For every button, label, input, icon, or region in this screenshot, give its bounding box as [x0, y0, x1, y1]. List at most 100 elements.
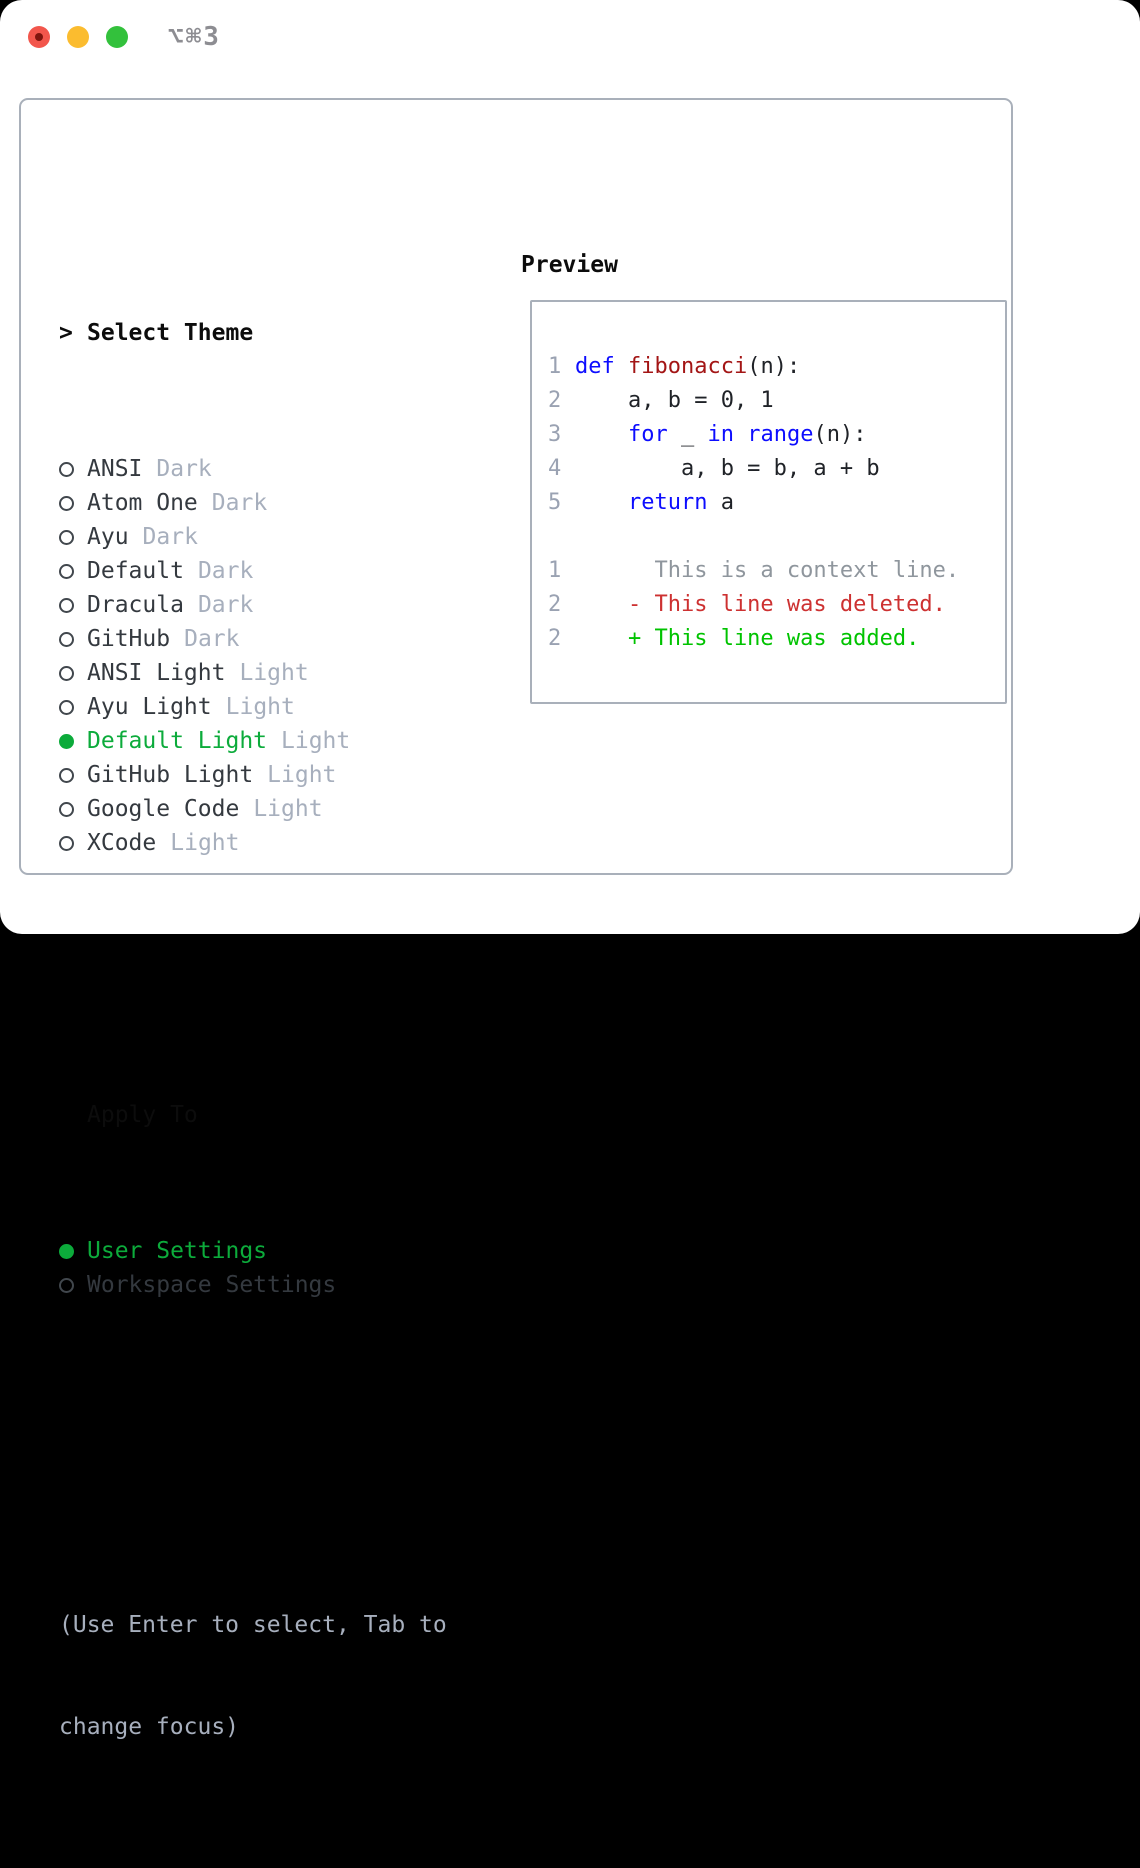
line-number: 1: [548, 554, 575, 588]
hint-line-1: (Use Enter to select, Tab to: [59, 1608, 447, 1642]
preview-line: [548, 520, 1005, 554]
apply-option-user-settings[interactable]: User Settings: [59, 1234, 447, 1268]
line-number: 2: [548, 622, 575, 656]
apply-option-label: Workspace Settings: [87, 1268, 336, 1302]
radio-icon: [59, 666, 74, 681]
preview-line: 2 - This line was deleted.: [548, 588, 1005, 622]
radio-icon: [59, 598, 74, 613]
theme-name: Google Code: [87, 792, 239, 826]
apply-option-workspace-settings[interactable]: Workspace Settings: [59, 1268, 447, 1302]
theme-variant: Dark: [143, 520, 198, 554]
line-number: 2: [548, 384, 575, 418]
radio-icon: [59, 496, 74, 511]
preview-line: 1 This is a context line.: [548, 554, 1005, 588]
line-number: 2: [548, 588, 575, 622]
preview-line: 3 for _ in range(n):: [548, 418, 1005, 452]
theme-variant: Dark: [156, 452, 211, 486]
radio-icon: [59, 836, 74, 851]
theme-option-github-light[interactable]: GitHub Light Light: [59, 758, 447, 792]
code-segment-kw: range: [747, 422, 813, 447]
code-segment-code: (n):: [747, 354, 800, 379]
code-segment-kw: in: [707, 422, 734, 447]
minimize-button[interactable]: [67, 26, 89, 48]
radio-icon: [59, 632, 74, 647]
code-segment-added: + This line was added.: [575, 626, 919, 651]
theme-option-ayu-light[interactable]: Ayu Light Light: [59, 690, 447, 724]
select-theme-header: >Select Theme: [59, 316, 447, 350]
line-number: 5: [548, 486, 575, 520]
theme-name: ANSI: [87, 452, 142, 486]
hint-text: (Use Enter to select, Tab to change focu…: [59, 1540, 447, 1812]
title-bar: ⌥⌘3: [0, 0, 1140, 75]
code-segment-code: [734, 422, 747, 447]
radio-selected-icon: [59, 734, 74, 749]
code-segment-code: [575, 490, 628, 515]
radio-icon: [59, 802, 74, 817]
theme-variant: Light: [253, 792, 322, 826]
hint-line-2: change focus): [59, 1710, 447, 1744]
theme-variant: Dark: [212, 486, 267, 520]
theme-variant: Dark: [198, 554, 253, 588]
theme-option-default[interactable]: Default Dark: [59, 554, 447, 588]
code-segment-kw: return: [628, 490, 707, 515]
theme-name: Ayu: [87, 520, 129, 554]
code-segment-code: [615, 354, 628, 379]
preview-line: 5 return a: [548, 486, 1005, 520]
apply-to-title: Apply To: [59, 1098, 447, 1132]
line-number: 4: [548, 452, 575, 486]
code-segment-deleted: - This line was deleted.: [575, 592, 946, 617]
theme-variant: Light: [226, 690, 295, 724]
preview-line: 2 + This line was added.: [548, 622, 1005, 656]
theme-name: XCode: [87, 826, 156, 860]
theme-variant: Dark: [198, 588, 253, 622]
theme-name: Default Light: [87, 724, 267, 758]
code-segment-code: [575, 422, 628, 447]
code-segment-code: a, b = 0, 1: [575, 388, 774, 413]
zoom-button[interactable]: [106, 26, 128, 48]
theme-name: GitHub: [87, 622, 170, 656]
radio-icon: [59, 530, 74, 545]
theme-variant: Light: [239, 656, 308, 690]
radio-icon: [59, 564, 74, 579]
code-segment-code: a, b = b, a + b: [575, 456, 880, 481]
theme-name: GitHub Light: [87, 758, 253, 792]
select-theme-title: Select Theme: [87, 316, 253, 350]
line-number: 1: [548, 350, 575, 384]
theme-option-google-code[interactable]: Google Code Light: [59, 792, 447, 826]
code-segment-code: a: [707, 490, 734, 515]
code-segment-fn: fibonacci: [628, 354, 747, 379]
theme-option-atom-one[interactable]: Atom One Dark: [59, 486, 447, 520]
radio-icon: [59, 1278, 74, 1293]
code-segment-kw: for: [628, 422, 668, 447]
theme-option-ayu[interactable]: Ayu Dark: [59, 520, 447, 554]
code-segment-code: (n):: [813, 422, 866, 447]
theme-name: Ayu Light: [87, 690, 212, 724]
theme-option-ansi[interactable]: ANSI Dark: [59, 452, 447, 486]
preview-line: 4 a, b = b, a + b: [548, 452, 1005, 486]
prompt-caret: >: [59, 316, 87, 350]
theme-variant: Light: [267, 758, 336, 792]
line-number: 3: [548, 418, 575, 452]
code-segment-kw: def: [575, 354, 615, 379]
window-title: ⌥⌘3: [168, 22, 221, 52]
apply-option-label: User Settings: [87, 1234, 267, 1268]
radio-icon: [59, 768, 74, 783]
radio-icon: [59, 700, 74, 715]
theme-name: Default: [87, 554, 184, 588]
close-button[interactable]: [28, 26, 50, 48]
spacer: [59, 1404, 447, 1438]
theme-name: Atom One: [87, 486, 198, 520]
radio-selected-icon: [59, 1244, 74, 1259]
preview-line: 2 a, b = 0, 1: [548, 384, 1005, 418]
